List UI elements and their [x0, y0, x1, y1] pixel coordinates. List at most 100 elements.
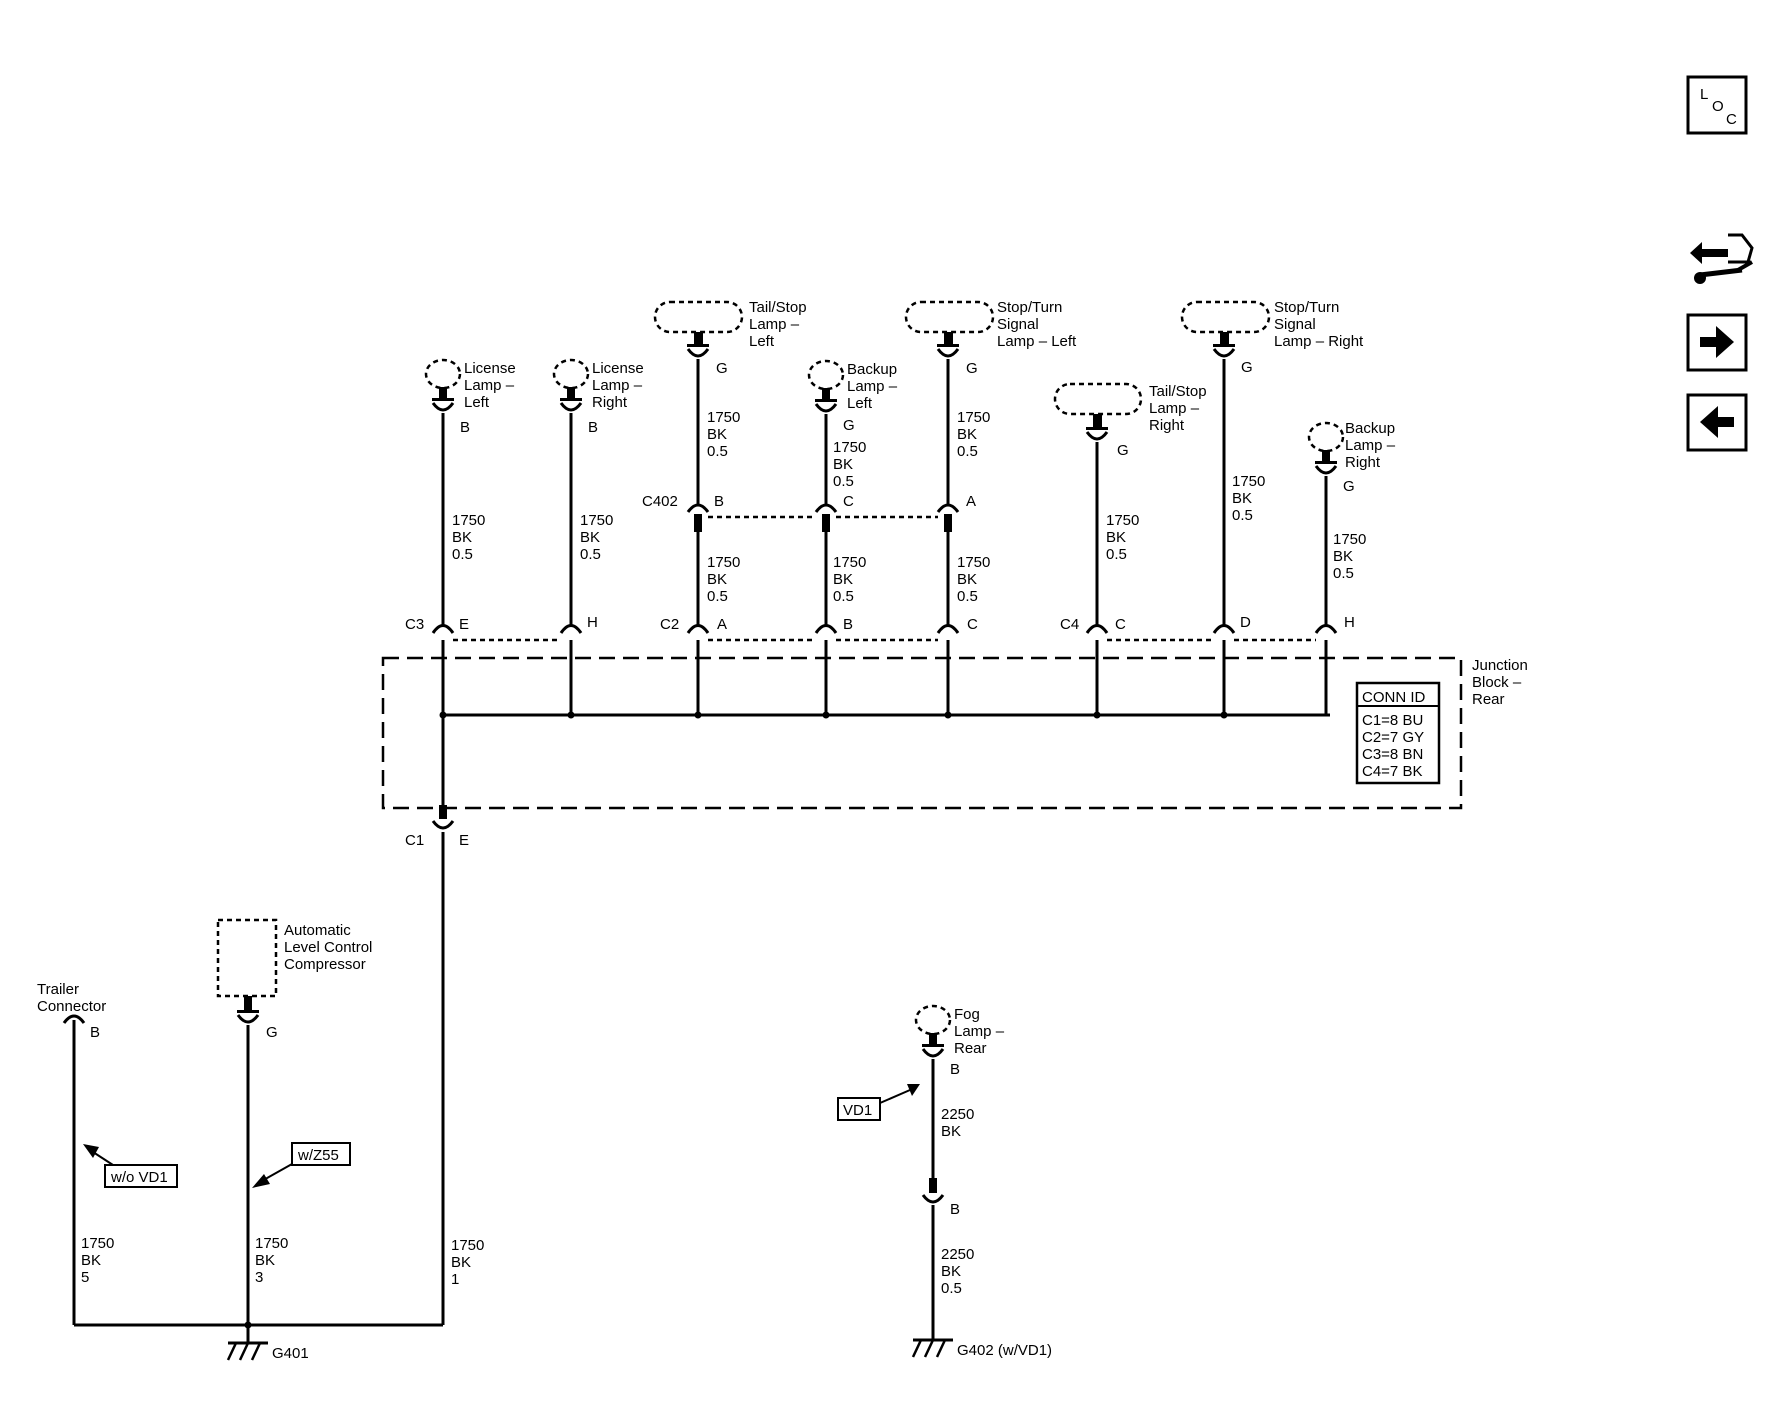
svg-text:0.5: 0.5	[957, 588, 978, 605]
svg-text:w/o VD1: w/o VD1	[110, 1169, 168, 1186]
svg-text:C: C	[967, 616, 978, 633]
svg-text:G: G	[843, 417, 855, 434]
svg-text:G: G	[716, 360, 728, 377]
svg-text:Junction: Junction	[1472, 657, 1528, 674]
svg-text:License: License	[464, 360, 516, 377]
svg-text:0.5: 0.5	[452, 546, 473, 563]
license-lamp-left: License Lamp – Left B	[424, 358, 516, 436]
svg-text:1750: 1750	[452, 512, 485, 529]
junction-block-rear	[381, 656, 1463, 810]
svg-text:1750: 1750	[1333, 531, 1366, 548]
svg-text:1750: 1750	[81, 1235, 114, 1252]
license-lamp-right: License Lamp – Right B	[552, 358, 644, 436]
svg-text:0.5: 0.5	[941, 1280, 962, 1297]
conn-id-table: CONN ID C1=8 BU C2=7 GY C3=8 BN C4=7 BK	[1355, 681, 1441, 785]
svg-text:Left: Left	[464, 394, 490, 411]
svg-text:1750: 1750	[957, 554, 990, 571]
svg-text:A: A	[717, 616, 727, 633]
svg-text:Tail/Stop: Tail/Stop	[1149, 383, 1207, 400]
wire-label-c402-c2-b: 1750 BK 0.5	[833, 554, 866, 605]
ground-g402: G402 (w/VD1)	[911, 1338, 1052, 1359]
svg-text:Connector: Connector	[37, 998, 106, 1015]
trailer-connector: Trailer Connector B	[37, 981, 106, 1041]
svg-text:Backup: Backup	[1345, 420, 1395, 437]
svg-text:G: G	[1117, 442, 1129, 459]
svg-text:Stop/Turn: Stop/Turn	[997, 299, 1062, 316]
backup-lamp-left: Backup Lamp – Left G	[807, 359, 898, 434]
wire-label-fog-lower: 2250 BK 0.5	[941, 1246, 974, 1297]
svg-text:Tail/Stop: Tail/Stop	[749, 299, 807, 316]
svg-text:1750: 1750	[1106, 512, 1139, 529]
wire-label-license-left: 1750 BK 0.5	[452, 512, 485, 563]
svg-text:0.5: 0.5	[833, 588, 854, 605]
svg-text:Automatic: Automatic	[284, 922, 351, 939]
svg-text:2250: 2250	[941, 1106, 974, 1123]
svg-text:H: H	[1344, 614, 1355, 631]
wire-label-fog-upper: 2250 BK	[941, 1106, 974, 1140]
svg-text:BK: BK	[452, 529, 472, 546]
svg-text:C402: C402	[642, 493, 678, 510]
svg-text:Lamp –: Lamp –	[1345, 437, 1396, 454]
svg-text:C1: C1	[405, 832, 424, 849]
svg-text:Rear: Rear	[1472, 691, 1505, 708]
svg-text:0.5: 0.5	[707, 588, 728, 605]
stop-turn-lamp-right: Stop/Turn Signal Lamp – Right G	[1180, 299, 1364, 376]
svg-text:1750: 1750	[833, 439, 866, 456]
svg-text:1750: 1750	[1232, 473, 1265, 490]
wire-label-trailer: 1750 BK 5	[81, 1235, 114, 1286]
svg-text:Right: Right	[592, 394, 628, 411]
svg-text:Block –: Block –	[1472, 674, 1522, 691]
loc-button[interactable]: L O C	[1686, 75, 1748, 135]
wire-label-tail-stop-left: 1750 BK 0.5	[707, 409, 740, 460]
svg-text:Signal: Signal	[1274, 316, 1316, 333]
svg-text:Lamp – Left: Lamp – Left	[997, 333, 1077, 350]
svg-text:Rear: Rear	[954, 1040, 987, 1057]
svg-text:BK: BK	[707, 571, 727, 588]
tail-stop-lamp-left: Tail/Stop Lamp – Left G	[653, 299, 807, 377]
backup-lamp-right: Backup Lamp – Right G	[1307, 420, 1396, 495]
svg-text:VD1: VD1	[843, 1102, 872, 1119]
svg-text:L: L	[1700, 86, 1708, 103]
wire-label-backup-left: 1750 BK 0.5	[833, 439, 866, 490]
svg-text:0.5: 0.5	[1232, 507, 1253, 524]
svg-text:0.5: 0.5	[580, 546, 601, 563]
svg-text:C3=8 BN: C3=8 BN	[1362, 746, 1423, 763]
svg-text:BK: BK	[957, 571, 977, 588]
prev-arrow-button[interactable]	[1686, 393, 1748, 452]
svg-text:D: D	[1240, 614, 1251, 631]
tail-stop-lamp-right: Tail/Stop Lamp – Right G	[1053, 382, 1207, 459]
alc-compressor: Automatic Level Control Compressor G	[216, 918, 372, 1041]
svg-text:Stop/Turn: Stop/Turn	[1274, 299, 1339, 316]
wire-label-tail-stop-right: 1750 BK 0.5	[1106, 512, 1139, 563]
fog-lamp-rear: Fog Lamp – Rear B	[914, 1004, 1005, 1078]
connector-swap-icon[interactable]	[1688, 228, 1756, 298]
svg-text:A: A	[966, 493, 976, 510]
svg-text:5: 5	[81, 1269, 89, 1286]
svg-text:BK: BK	[1333, 548, 1353, 565]
svg-text:CONN ID: CONN ID	[1362, 689, 1426, 706]
next-arrow-button[interactable]	[1686, 313, 1748, 372]
svg-text:Compressor: Compressor	[284, 956, 366, 973]
junction-block-label: Junction Block – Rear	[1472, 657, 1528, 708]
svg-text:Lamp –: Lamp –	[464, 377, 515, 394]
stop-turn-lamp-left: Stop/Turn Signal Lamp – Left G	[904, 299, 1077, 377]
svg-text:1750: 1750	[707, 409, 740, 426]
svg-text:Left: Left	[847, 395, 873, 412]
svg-text:Right: Right	[1345, 454, 1381, 471]
svg-text:BK: BK	[81, 1252, 101, 1269]
svg-text:B: B	[843, 616, 853, 633]
option-w-z55: w/Z55	[252, 1142, 351, 1188]
svg-text:BK: BK	[451, 1254, 471, 1271]
svg-text:C2: C2	[660, 616, 679, 633]
svg-text:C4: C4	[1060, 616, 1079, 633]
svg-text:C: C	[1726, 111, 1737, 128]
wire-label-alc: 1750 BK 3	[255, 1235, 288, 1286]
svg-text:1750: 1750	[255, 1235, 288, 1252]
wire-label-stop-turn-left: 1750 BK 0.5	[957, 409, 990, 460]
svg-text:Signal: Signal	[997, 316, 1039, 333]
svg-text:G402 (w/VD1): G402 (w/VD1)	[957, 1342, 1052, 1359]
svg-text:G: G	[1343, 478, 1355, 495]
svg-text:Right: Right	[1149, 417, 1185, 434]
svg-text:BK: BK	[1232, 490, 1252, 507]
